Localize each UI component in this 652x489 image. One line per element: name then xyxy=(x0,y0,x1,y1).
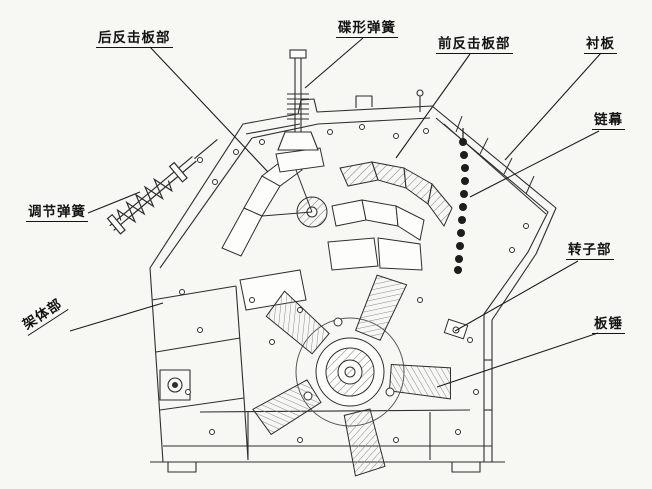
disc-spring xyxy=(277,49,319,151)
label-blow-bar: 板锤 xyxy=(592,316,625,334)
label-liner-plate: 衬板 xyxy=(584,36,617,54)
adjusting-spring xyxy=(106,138,218,235)
bolt-heads xyxy=(179,124,529,443)
label-front-impact-plate: 前反击板部 xyxy=(436,36,513,54)
rear-impact-plate-assembly xyxy=(221,147,328,257)
housing-outline xyxy=(149,89,557,473)
leader-lines xyxy=(69,37,602,388)
label-rear-impact-plate: 后反击板部 xyxy=(96,30,173,48)
label-disc-spring: 碟形弹簧 xyxy=(336,20,398,38)
label-rotor: 转子部 xyxy=(566,242,614,260)
front-impact-plate-assembly xyxy=(239,161,453,311)
rotor-assembly xyxy=(252,274,469,477)
chain-curtain-dots xyxy=(454,128,469,274)
label-chain-curtain: 链幕 xyxy=(592,112,625,130)
label-adjusting-spring: 调节弹簧 xyxy=(26,204,88,222)
